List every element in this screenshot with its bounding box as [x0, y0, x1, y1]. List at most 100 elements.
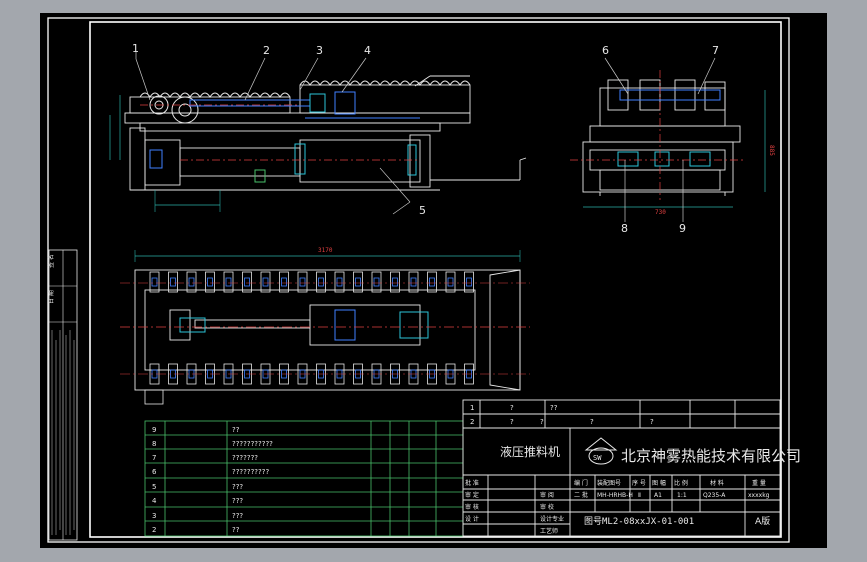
end-view-leaders	[604, 57, 716, 222]
rev-row-2-b: ?	[540, 418, 544, 426]
drawing-number: 图号ML2-08xxJX-01-001	[584, 516, 694, 527]
svg-text:SW: SW	[593, 454, 602, 462]
parts-row-no: 9	[152, 426, 156, 434]
header-cell: 图 幅	[652, 479, 666, 487]
roller-bearing	[188, 277, 195, 287]
roller-bearing	[281, 277, 287, 287]
rev-row-1-no: 1	[470, 404, 474, 412]
callout-9: 9	[679, 222, 686, 235]
roller	[279, 271, 289, 293]
roller	[205, 271, 215, 293]
parts-row-no: 3	[152, 512, 156, 520]
stamp-sign-label: 签 名	[47, 254, 55, 268]
roller-bearing	[466, 277, 472, 287]
header-cell: 材 料	[710, 479, 724, 487]
roller	[334, 271, 345, 293]
left-stamp-column	[48, 249, 78, 541]
roller	[149, 271, 160, 293]
parts-row-name: ???????????	[232, 440, 273, 448]
header-cell: 编 门	[574, 479, 588, 487]
role-label: 审 定	[465, 491, 479, 499]
role-label: 审 核	[465, 503, 479, 511]
roller-bearing	[225, 277, 232, 287]
parts-row-name: ???????	[232, 454, 258, 462]
side-view-leaders	[135, 52, 411, 215]
sheet-size: A版	[755, 515, 770, 527]
callout-4: 4	[364, 44, 371, 57]
parts-row-name: ??	[232, 526, 240, 534]
roller	[297, 271, 308, 293]
roller	[427, 271, 437, 293]
roller	[242, 271, 252, 293]
value-cell: Q235-A	[703, 492, 726, 499]
roller-bearing	[170, 277, 176, 287]
role-label: 设 计	[465, 515, 479, 523]
header-cell: 序 号	[632, 479, 646, 487]
callout-3: 3	[316, 44, 323, 57]
roller	[464, 271, 474, 293]
value-cell: MH-HRHB-H	[597, 492, 633, 499]
callout-5: 5	[419, 204, 426, 217]
value-cell: Ⅱ	[638, 492, 641, 499]
role-value: 审 阅	[540, 491, 554, 499]
parts-row-no: 4	[152, 497, 157, 505]
end-view	[582, 79, 741, 196]
roller	[168, 271, 178, 293]
company-logo: SW	[584, 437, 618, 465]
roller-bearing	[318, 277, 324, 287]
roller-bearing	[355, 277, 361, 287]
role-value: 审 校	[540, 503, 554, 511]
parts-row-no: 8	[152, 440, 156, 448]
roller-bearing	[151, 277, 158, 287]
product-name: 液压推料机	[500, 444, 560, 459]
parts-row-no: 2	[152, 526, 156, 534]
roller-bearing	[336, 277, 343, 287]
callout-7: 7	[712, 44, 719, 57]
roller	[186, 271, 197, 293]
roller	[390, 271, 400, 293]
inner-border	[89, 21, 782, 538]
parts-row-name: ???	[232, 512, 243, 520]
roller-bearing	[373, 277, 380, 287]
value-cell: A1	[654, 492, 662, 499]
stamp-date-label: 日 期	[47, 290, 55, 304]
roller-bearing	[244, 277, 250, 287]
value-cell: 二 批	[574, 491, 588, 499]
parts-row-name: ??????????	[232, 468, 269, 476]
callout-2: 2	[263, 44, 270, 57]
plan-view	[120, 250, 530, 405]
role-value: 工艺师	[540, 527, 558, 535]
outer-border	[47, 17, 790, 543]
roller	[408, 271, 419, 293]
parts-row-name: ??	[232, 426, 240, 434]
rev-row-1-d: ??	[550, 404, 558, 412]
header-cell: 重 量	[752, 479, 766, 487]
header-cell: 比 例	[674, 479, 688, 487]
dim-end-width: 730	[655, 209, 666, 216]
header-cell: 装配图号	[597, 479, 621, 487]
rev-row-2-a: ?	[510, 418, 514, 426]
side-elevation-view	[109, 75, 527, 212]
parts-row-no: 5	[152, 483, 156, 491]
role-value: 设计专业	[540, 515, 564, 523]
roller	[353, 271, 363, 293]
drawing-canvas[interactable]	[40, 13, 827, 548]
parts-list-table	[144, 420, 464, 537]
parts-row-name: ???	[232, 497, 243, 505]
callout-8: 8	[621, 222, 628, 235]
parts-row-no: 6	[152, 468, 157, 476]
roller-bearing	[392, 277, 398, 287]
value-cell: 1:1	[677, 492, 687, 499]
roller-bearing	[447, 277, 454, 287]
parts-row-no: 7	[152, 454, 156, 462]
roller-bearing	[207, 277, 213, 287]
roller	[371, 271, 382, 293]
parts-row-name: ???	[232, 483, 243, 491]
rev-row-2-c: ?	[590, 418, 594, 426]
callout-6: 6	[602, 44, 609, 57]
rev-row-2-d: ?	[650, 418, 654, 426]
dim-overall-length: 3170	[318, 247, 333, 254]
roller-bearing	[410, 277, 417, 287]
